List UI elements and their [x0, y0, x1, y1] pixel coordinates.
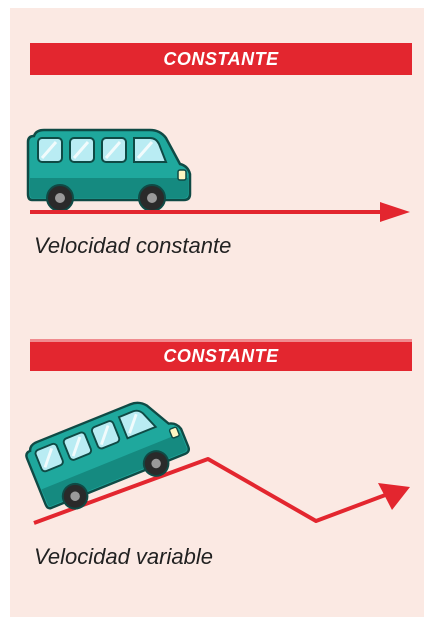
section-2-caption: Velocidad variable	[34, 544, 213, 569]
section-1-banner: CONSTANTE	[30, 43, 412, 75]
arrow	[30, 202, 410, 222]
diagram-panel	[10, 8, 424, 617]
van-icon	[26, 128, 192, 213]
section-1-caption: Velocidad constante	[34, 233, 232, 258]
van-icon	[21, 388, 196, 521]
arrow	[33, 457, 410, 525]
section-2-banner: CONSTANTE	[30, 339, 412, 371]
